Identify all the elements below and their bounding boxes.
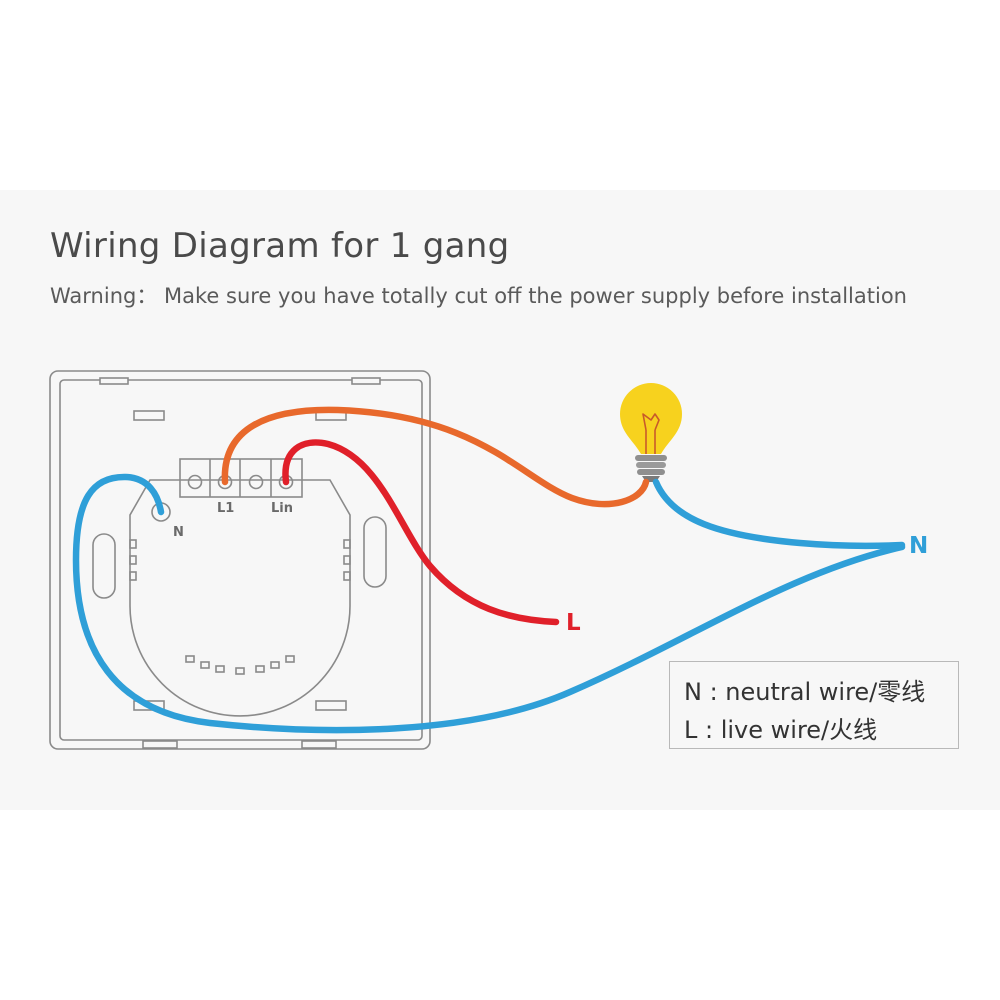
terminal-n-label: N [173,525,184,540]
warning-text: Warning： Make sure you have totally cut … [50,284,907,308]
legend-neutral: N : neutral wire/零线 [684,678,926,706]
page-title: Wiring Diagram for 1 gang [50,226,510,266]
diagram-panel [0,190,1000,810]
legend-live: L : live wire/火线 [684,716,878,744]
switch-plate [49,370,431,750]
light-bulb-icon [620,383,682,482]
live-wire [282,439,560,626]
terminal-l1-label: L1 [217,501,234,516]
neutral-label: N [909,533,928,559]
neutral-wire-switch [72,473,906,734]
load-wire [221,406,650,508]
neutral-wire-lamp [652,478,906,550]
live-label: L [566,610,581,636]
terminal-lin-label: Lin [271,501,293,516]
legend-box: N : neutral wire/零线 L : live wire/火线 [669,661,959,749]
wires [72,406,906,734]
